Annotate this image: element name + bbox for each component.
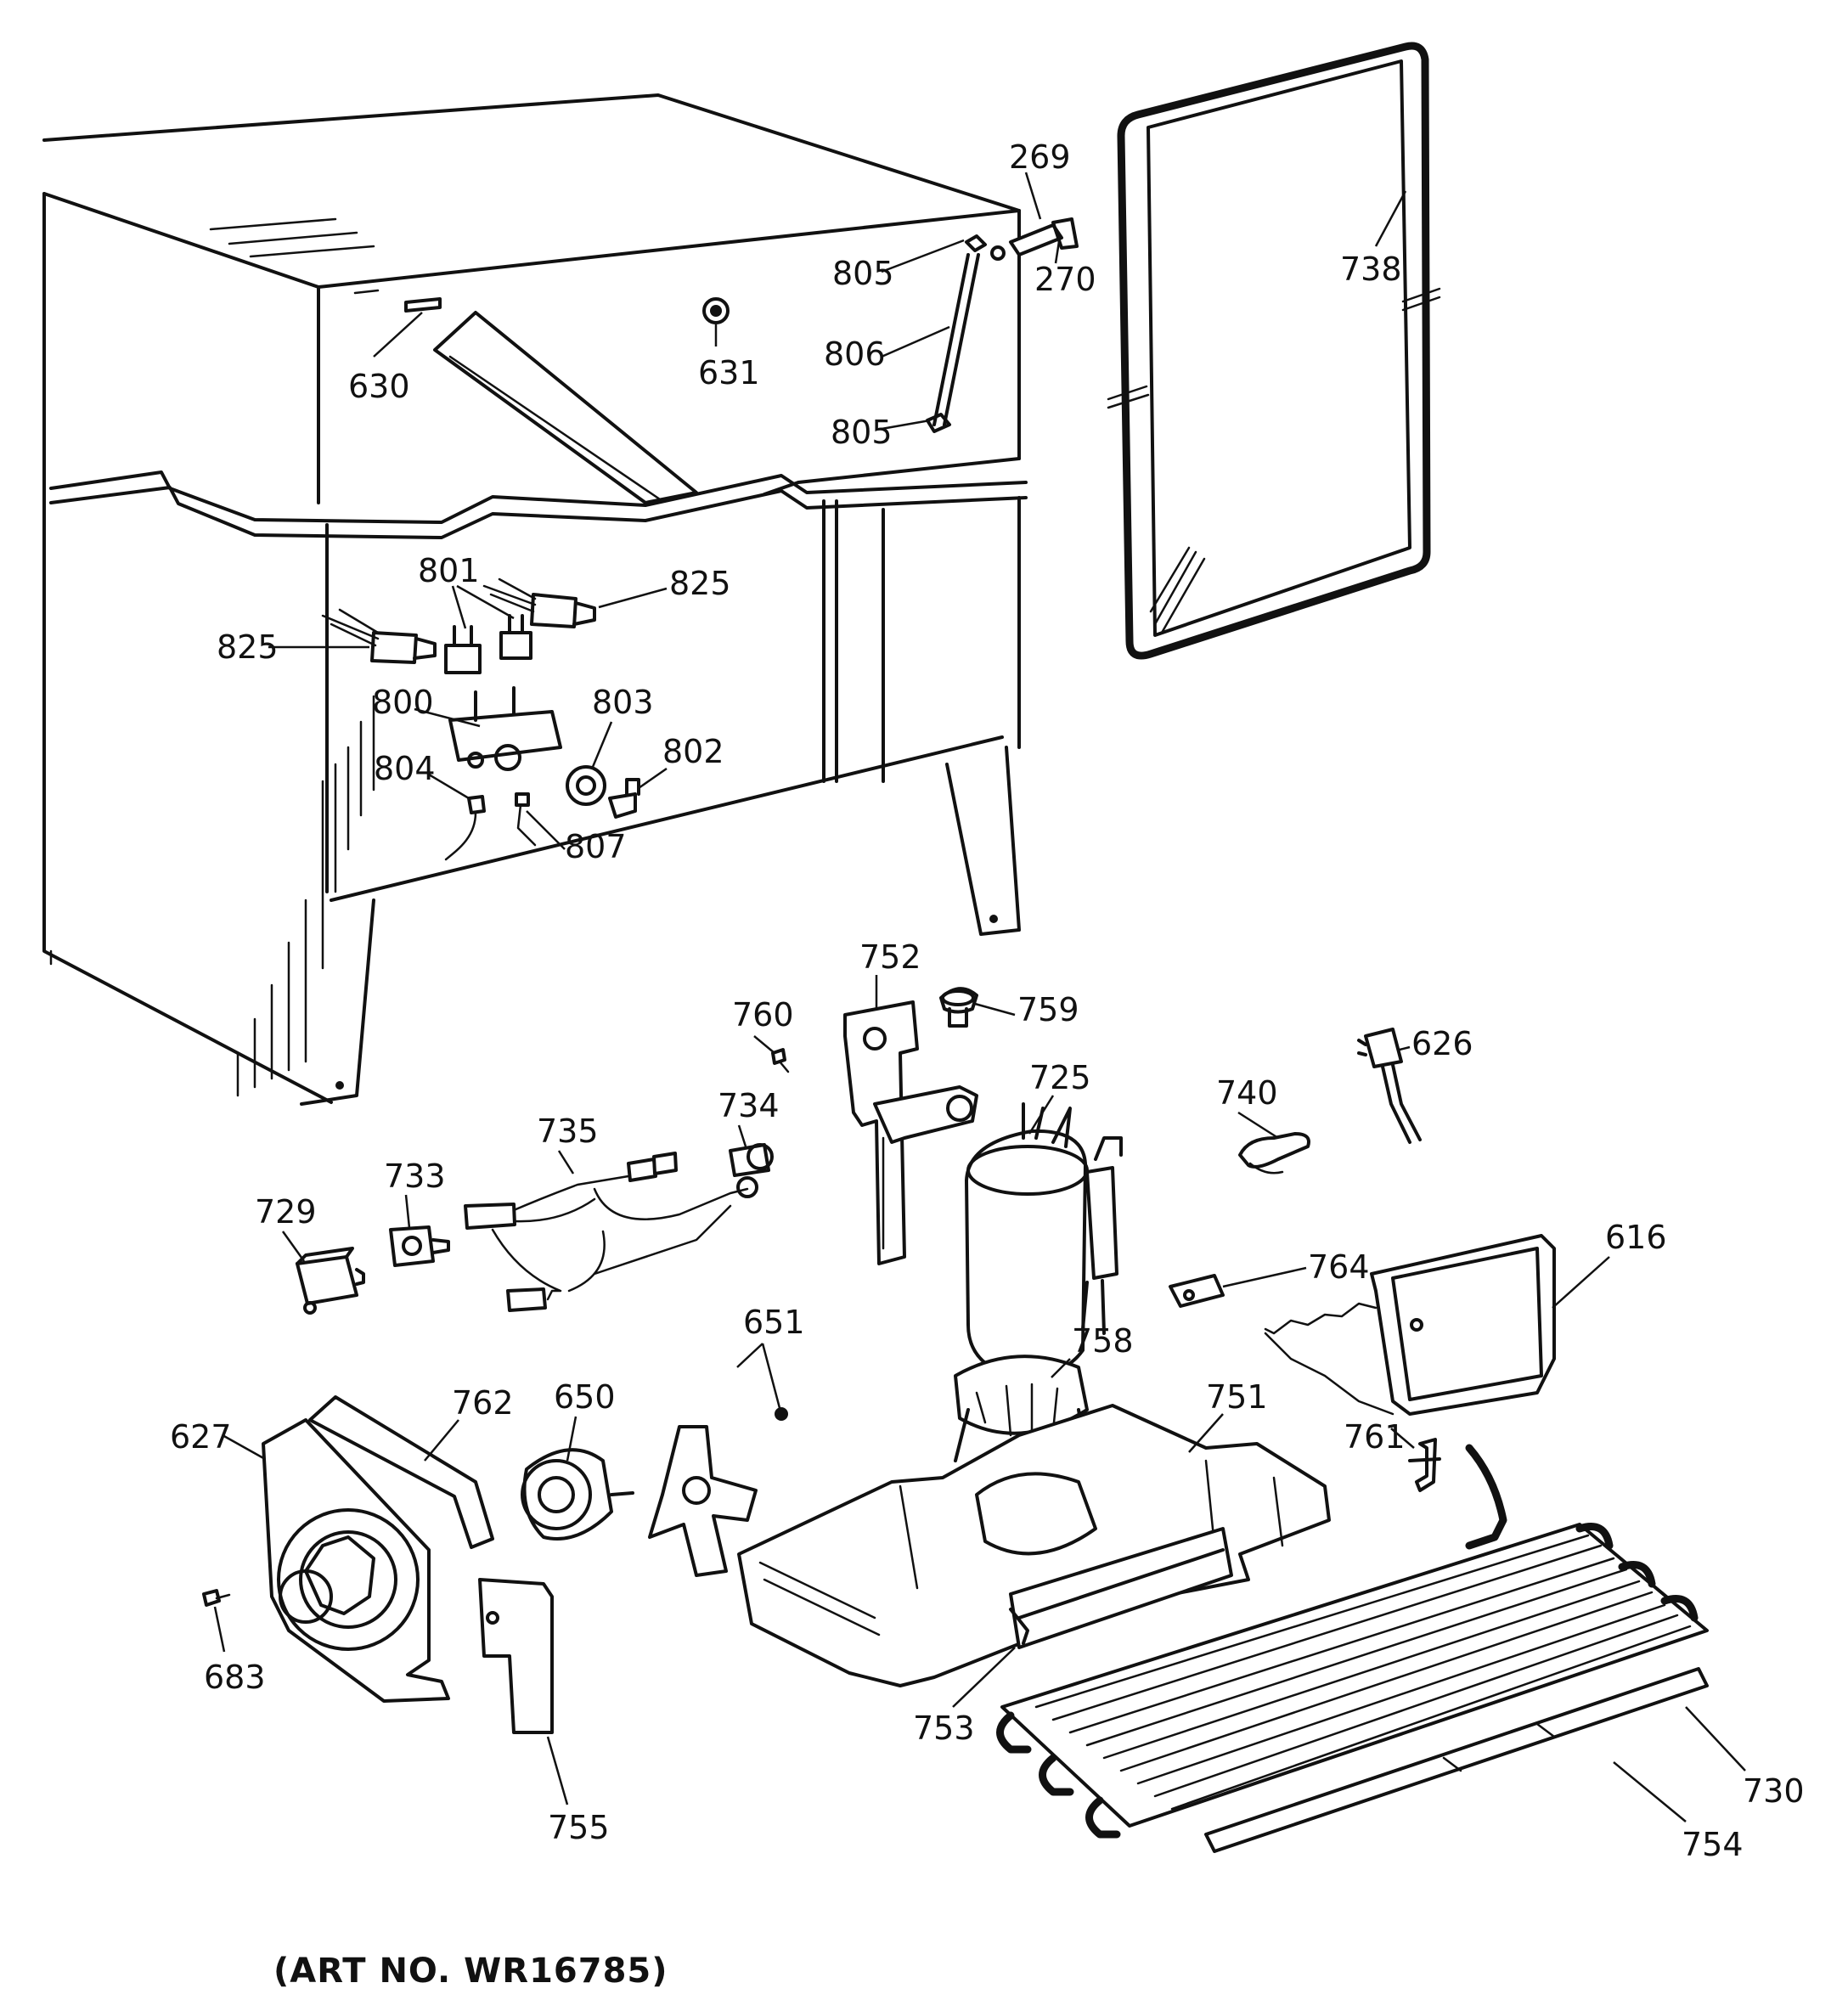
label-758: 758 (1072, 1322, 1134, 1360)
label-825-left: 825 (217, 628, 279, 666)
label-730: 730 (1743, 1772, 1805, 1810)
label-801: 801 (418, 552, 480, 589)
right-parts (1169, 1028, 1556, 1492)
label-753: 753 (913, 1710, 975, 1747)
label-800: 800 (372, 684, 434, 721)
label-764: 764 (1308, 1248, 1370, 1286)
label-630: 630 (348, 368, 410, 405)
label-751: 751 (1206, 1378, 1268, 1416)
label-651: 651 (743, 1304, 805, 1341)
label-754: 754 (1682, 1826, 1744, 1863)
lower-left-parts (202, 1048, 790, 1734)
condenser-coil (996, 1444, 1709, 1853)
label-735: 735 (537, 1113, 599, 1150)
label-761: 761 (1344, 1418, 1406, 1456)
label-733: 733 (384, 1158, 446, 1195)
label-269: 269 (1009, 138, 1071, 176)
label-627: 627 (170, 1418, 232, 1456)
label-807: 807 (565, 828, 627, 865)
label-805-top: 805 (832, 255, 894, 292)
label-626: 626 (1411, 1025, 1473, 1062)
label-734: 734 (718, 1087, 780, 1124)
label-738: 738 (1340, 251, 1402, 288)
label-760: 760 (732, 996, 794, 1034)
label-759: 759 (1017, 991, 1079, 1028)
label-616: 616 (1605, 1219, 1667, 1256)
label-683: 683 (204, 1659, 266, 1696)
label-755: 755 (548, 1809, 610, 1846)
label-270: 270 (1034, 261, 1096, 298)
label-804: 804 (374, 750, 436, 787)
label-752: 752 (859, 938, 921, 976)
label-729: 729 (255, 1193, 317, 1231)
cabinet-parts (321, 217, 1079, 861)
label-650: 650 (554, 1378, 616, 1416)
label-806: 806 (824, 335, 886, 373)
label-825-right: 825 (669, 565, 731, 602)
label-802: 802 (662, 733, 724, 770)
callout-labels: 269 270 738 805 806 805 630 631 801 825 … (170, 138, 1805, 1863)
art-number-caption: (ART NO. WR16785) (273, 1952, 668, 1991)
label-803: 803 (592, 684, 654, 721)
door-gasket (1107, 42, 1441, 660)
callout-leaders (213, 172, 1746, 1822)
label-725: 725 (1029, 1059, 1091, 1096)
label-805-bottom: 805 (831, 414, 893, 451)
label-631: 631 (698, 354, 760, 391)
label-740: 740 (1216, 1074, 1278, 1112)
label-762: 762 (452, 1384, 514, 1422)
